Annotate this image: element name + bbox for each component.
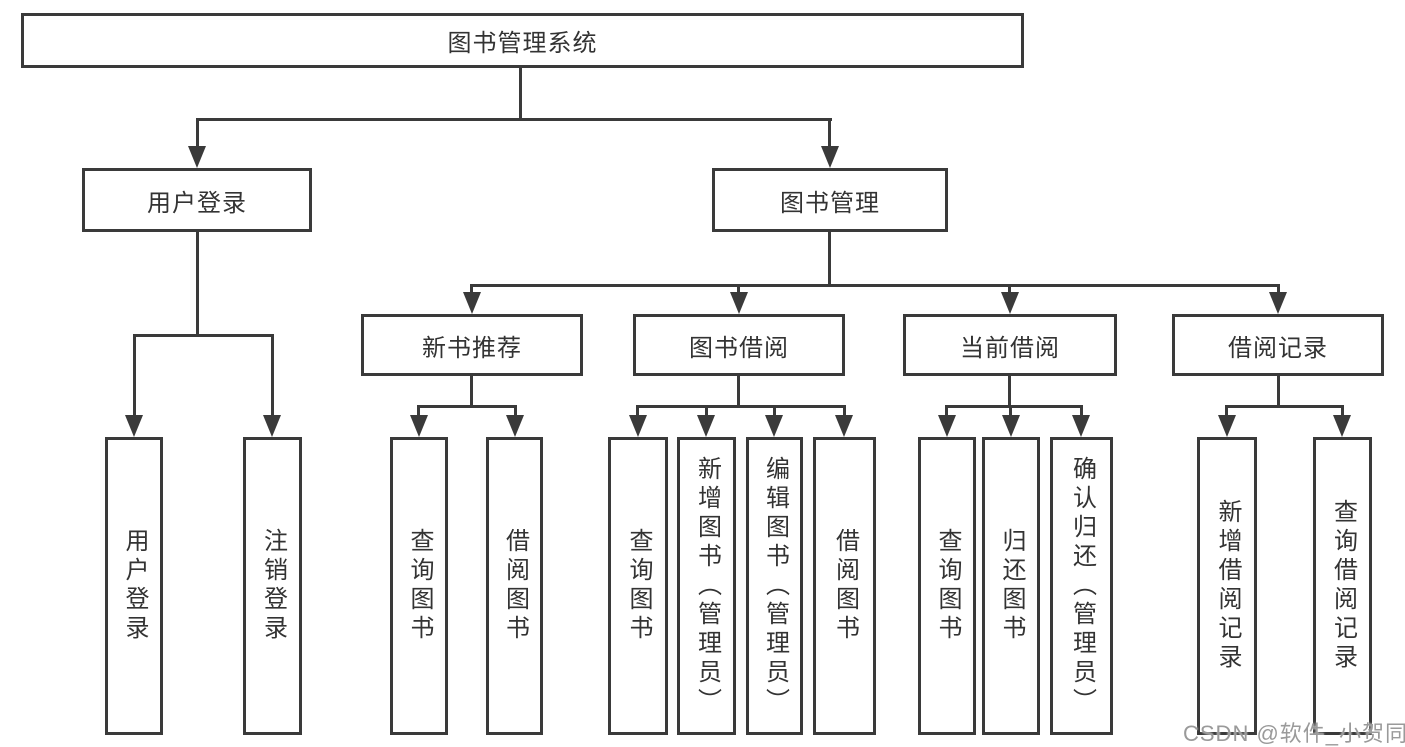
arrowhead-down-icon [938, 415, 956, 437]
connector-currentborrow-stem-3 [1080, 405, 1083, 418]
node-user-login: 用户登录 [82, 168, 312, 232]
connector-bookborrow-stem-2 [705, 405, 708, 418]
arrowhead-down-icon [697, 415, 715, 437]
node-book-borrow: 图书借阅 [633, 314, 845, 376]
leaf-add-borrow-record: 新增借阅记录 [1197, 437, 1257, 735]
leaf-query-books-newbook: 查询图书 [390, 437, 448, 735]
arrowhead-down-icon [506, 415, 524, 437]
arrowhead-down-icon [125, 415, 143, 437]
connector-userlogin-bar [133, 334, 274, 337]
leaf-logout: 注销登录 [243, 437, 302, 735]
connector-records-drop [1277, 376, 1280, 408]
connector-root-bar [196, 118, 832, 121]
connector-currentborrow-drop [1008, 376, 1011, 408]
connector-bookmgmt-stem-4 [1277, 284, 1280, 296]
connector-bookmgmt-stem-1 [470, 284, 473, 296]
arrowhead-down-icon [730, 292, 748, 314]
connector-records-bar [1225, 405, 1344, 408]
leaf-query-books-current: 查询图书 [918, 437, 976, 735]
connector-root-drop [519, 68, 522, 121]
connector-bookborrow-drop [737, 376, 740, 408]
connector-root-stem-right [828, 118, 831, 149]
connector-newbook-drop [470, 376, 473, 408]
arrowhead-down-icon [1072, 415, 1090, 437]
connector-currentborrow-stem-1 [945, 405, 948, 418]
connector-bookborrow-stem-1 [636, 405, 639, 418]
leaf-borrow-books-newbook: 借阅图书 [486, 437, 543, 735]
arrowhead-down-icon [765, 415, 783, 437]
leaf-user-login: 用户登录 [105, 437, 163, 735]
connector-newbook-stem-2 [514, 405, 517, 418]
node-library-management-system: 图书管理系统 [21, 13, 1024, 68]
leaf-query-books-borrow: 查询图书 [608, 437, 668, 735]
arrowhead-down-icon [188, 146, 206, 168]
arrowhead-down-icon [1269, 292, 1287, 314]
leaf-edit-book-admin: 编辑图书（管理员） [746, 437, 803, 735]
node-new-book-recommend: 新书推荐 [361, 314, 583, 376]
connector-currentborrow-bar [945, 405, 1083, 408]
connector-bookmgmt-drop [828, 232, 831, 287]
arrowhead-down-icon [1218, 415, 1236, 437]
connector-bookmgmt-stem-3 [1008, 284, 1011, 296]
connector-bookborrow-stem-4 [843, 405, 846, 418]
connector-root-stem-left [196, 118, 199, 149]
connector-records-stem-2 [1341, 405, 1344, 418]
connector-records-stem-1 [1225, 405, 1228, 418]
arrowhead-down-icon [835, 415, 853, 437]
leaf-confirm-return-admin: 确认归还（管理员） [1050, 437, 1113, 735]
arrowhead-down-icon [629, 415, 647, 437]
arrowhead-down-icon [263, 415, 281, 437]
connector-currentborrow-stem-2 [1009, 405, 1012, 418]
leaf-query-borrow-record: 查询借阅记录 [1313, 437, 1372, 735]
connector-newbook-stem-1 [417, 405, 420, 418]
arrowhead-down-icon [1001, 292, 1019, 314]
connector-newbook-bar [417, 405, 517, 408]
csdn-watermark: CSDN @软件_小贺同学 [1183, 721, 1405, 746]
leaf-borrow-books-borrow: 借阅图书 [813, 437, 876, 735]
connector-bookborrow-stem-3 [773, 405, 776, 418]
arrowhead-down-icon [463, 292, 481, 314]
connector-userlogin-drop [196, 232, 199, 337]
connector-userlogin-stem-1 [133, 334, 136, 417]
node-book-management: 图书管理 [712, 168, 948, 232]
arrowhead-down-icon [821, 146, 839, 168]
arrowhead-down-icon [1002, 415, 1020, 437]
connector-bookmgmt-bar [470, 284, 1280, 287]
arrowhead-down-icon [410, 415, 428, 437]
leaf-return-book: 归还图书 [982, 437, 1040, 735]
connector-userlogin-stem-2 [271, 334, 274, 417]
connector-bookmgmt-stem-2 [737, 284, 740, 296]
leaf-add-book-admin: 新增图书（管理员） [677, 437, 736, 735]
node-current-borrow: 当前借阅 [903, 314, 1117, 376]
connector-bookborrow-bar [636, 405, 846, 408]
node-borrow-records: 借阅记录 [1172, 314, 1384, 376]
arrowhead-down-icon [1333, 415, 1351, 437]
